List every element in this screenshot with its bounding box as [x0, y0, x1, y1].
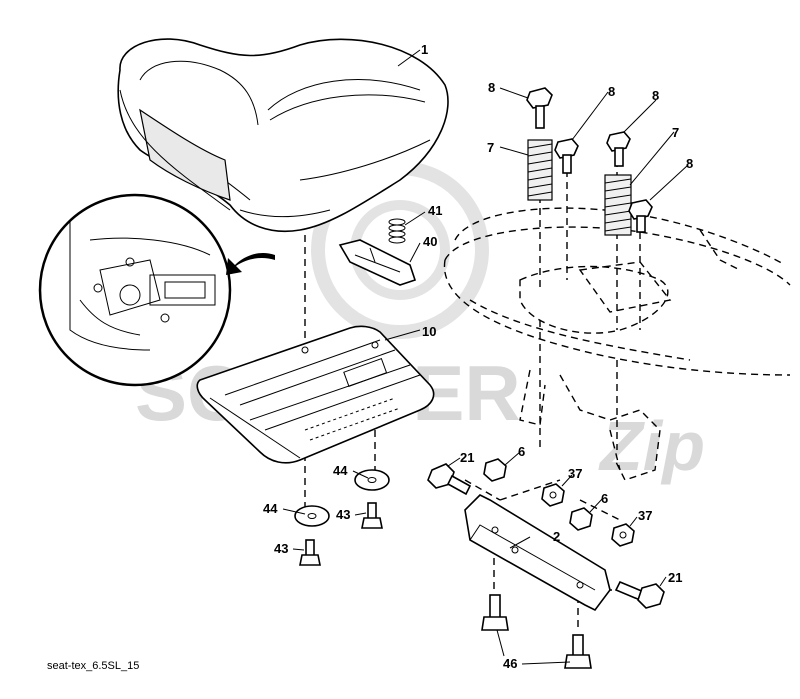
- leader-lines: [282, 49, 689, 665]
- label-spring-41: 41: [428, 203, 442, 218]
- label-bolt-21-right: 21: [668, 570, 682, 585]
- seat: [117, 38, 449, 233]
- bracket: [464, 494, 611, 612]
- watermark-subtext: Zip: [598, 407, 705, 485]
- bolt-21-left: [427, 463, 472, 496]
- label-nut-6-top: 6: [518, 444, 525, 459]
- bolt-43-a: [361, 502, 383, 529]
- bolt-43-b: [299, 539, 321, 566]
- label-bolt-8-c: 8: [652, 88, 659, 103]
- callout-labels: 1 2 6 6 7 7 8 8 8 8 10 21 21 37 37 40 41…: [263, 42, 693, 671]
- label-spring-7-right: 7: [672, 125, 679, 140]
- label-clip: 40: [423, 234, 437, 249]
- label-bracket: 2: [553, 529, 560, 544]
- bolt-46-left: [481, 594, 509, 631]
- label-bolt-21-left: 21: [460, 450, 474, 465]
- spring-7-right: [604, 174, 632, 236]
- bolt-21-right: [614, 580, 665, 609]
- nut-37-a: [541, 483, 565, 507]
- label-seat: 1: [421, 42, 428, 57]
- label-nut-37-a: 37: [568, 466, 582, 481]
- bolt-8-a: [526, 87, 553, 129]
- nut-37-b: [611, 523, 635, 547]
- bolt-8-d: [628, 199, 653, 233]
- label-nut-6-bottom: 6: [601, 491, 608, 506]
- label-spring-7-left: 7: [487, 140, 494, 155]
- label-washer-44-b: 44: [263, 501, 278, 516]
- seat-clip: [338, 239, 417, 286]
- spring-41: [388, 218, 406, 244]
- detail-arrow: [226, 253, 275, 275]
- seat-pan: [196, 325, 435, 464]
- label-bolt-43-a: 43: [336, 507, 350, 522]
- diagram-caption: seat-tex_6.5SL_15: [47, 660, 139, 672]
- detail-inset: [38, 193, 232, 387]
- label-bolt-43-b: 43: [274, 541, 288, 556]
- label-seat-pan: 10: [422, 324, 436, 339]
- label-washer-44-a: 44: [333, 463, 348, 478]
- bolt-8-b: [554, 138, 579, 174]
- label-nut-37-b: 37: [638, 508, 652, 523]
- bolt-8-c: [606, 131, 631, 167]
- washer-44-a: [354, 469, 390, 491]
- label-bolt-8-b: 8: [608, 84, 615, 99]
- nut-6-bottom: [569, 507, 593, 531]
- nut-6-top: [483, 458, 507, 482]
- label-bolt-46: 46: [503, 656, 517, 671]
- label-bolt-8-a: 8: [488, 80, 495, 95]
- spring-7-left: [527, 139, 553, 201]
- bolt-46-right: [564, 634, 592, 669]
- washer-44-b: [294, 505, 330, 527]
- label-bolt-8-d: 8: [686, 156, 693, 171]
